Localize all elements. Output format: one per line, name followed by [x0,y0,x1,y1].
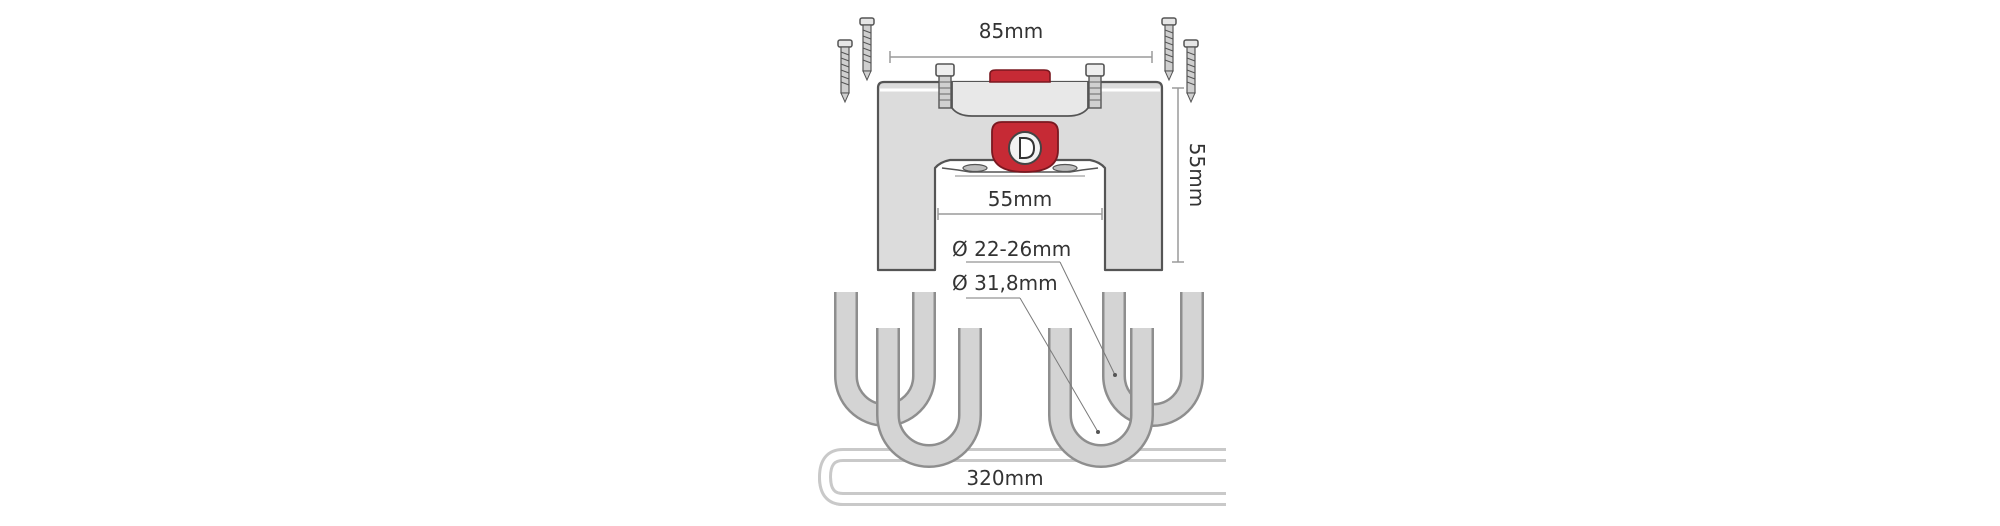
clamp-large-left [876,328,982,468]
bolt-right [1085,63,1105,109]
cable-front-segment-core [821,476,1226,503]
release-button [989,69,1051,83]
height-dimension [1172,87,1184,263]
height-label: 55mm [1185,143,1209,207]
lock-key-icon [1019,137,1036,159]
clamp-large-leader [966,297,1100,434]
inner-width-label: 55mm [988,187,1052,211]
top-width-label: 85mm [979,19,1043,43]
clamp-small-label: Ø 22-26mm [952,237,1071,261]
clamp-large-label: Ø 31,8mm [952,271,1058,295]
screw-right-outer [1183,39,1199,104]
screw-left-outer [837,39,853,104]
inner-width-dimension [937,208,1103,220]
adapter-housing [876,80,1164,272]
bolt-left [935,63,955,109]
screw-left-inner [859,17,875,82]
top-width-dimension [889,51,1153,63]
screw-right-inner [1161,17,1177,82]
clamp-small-leader [966,261,1117,377]
clamp-large-right [1048,328,1154,468]
cable-length-label: 320mm [966,466,1043,490]
